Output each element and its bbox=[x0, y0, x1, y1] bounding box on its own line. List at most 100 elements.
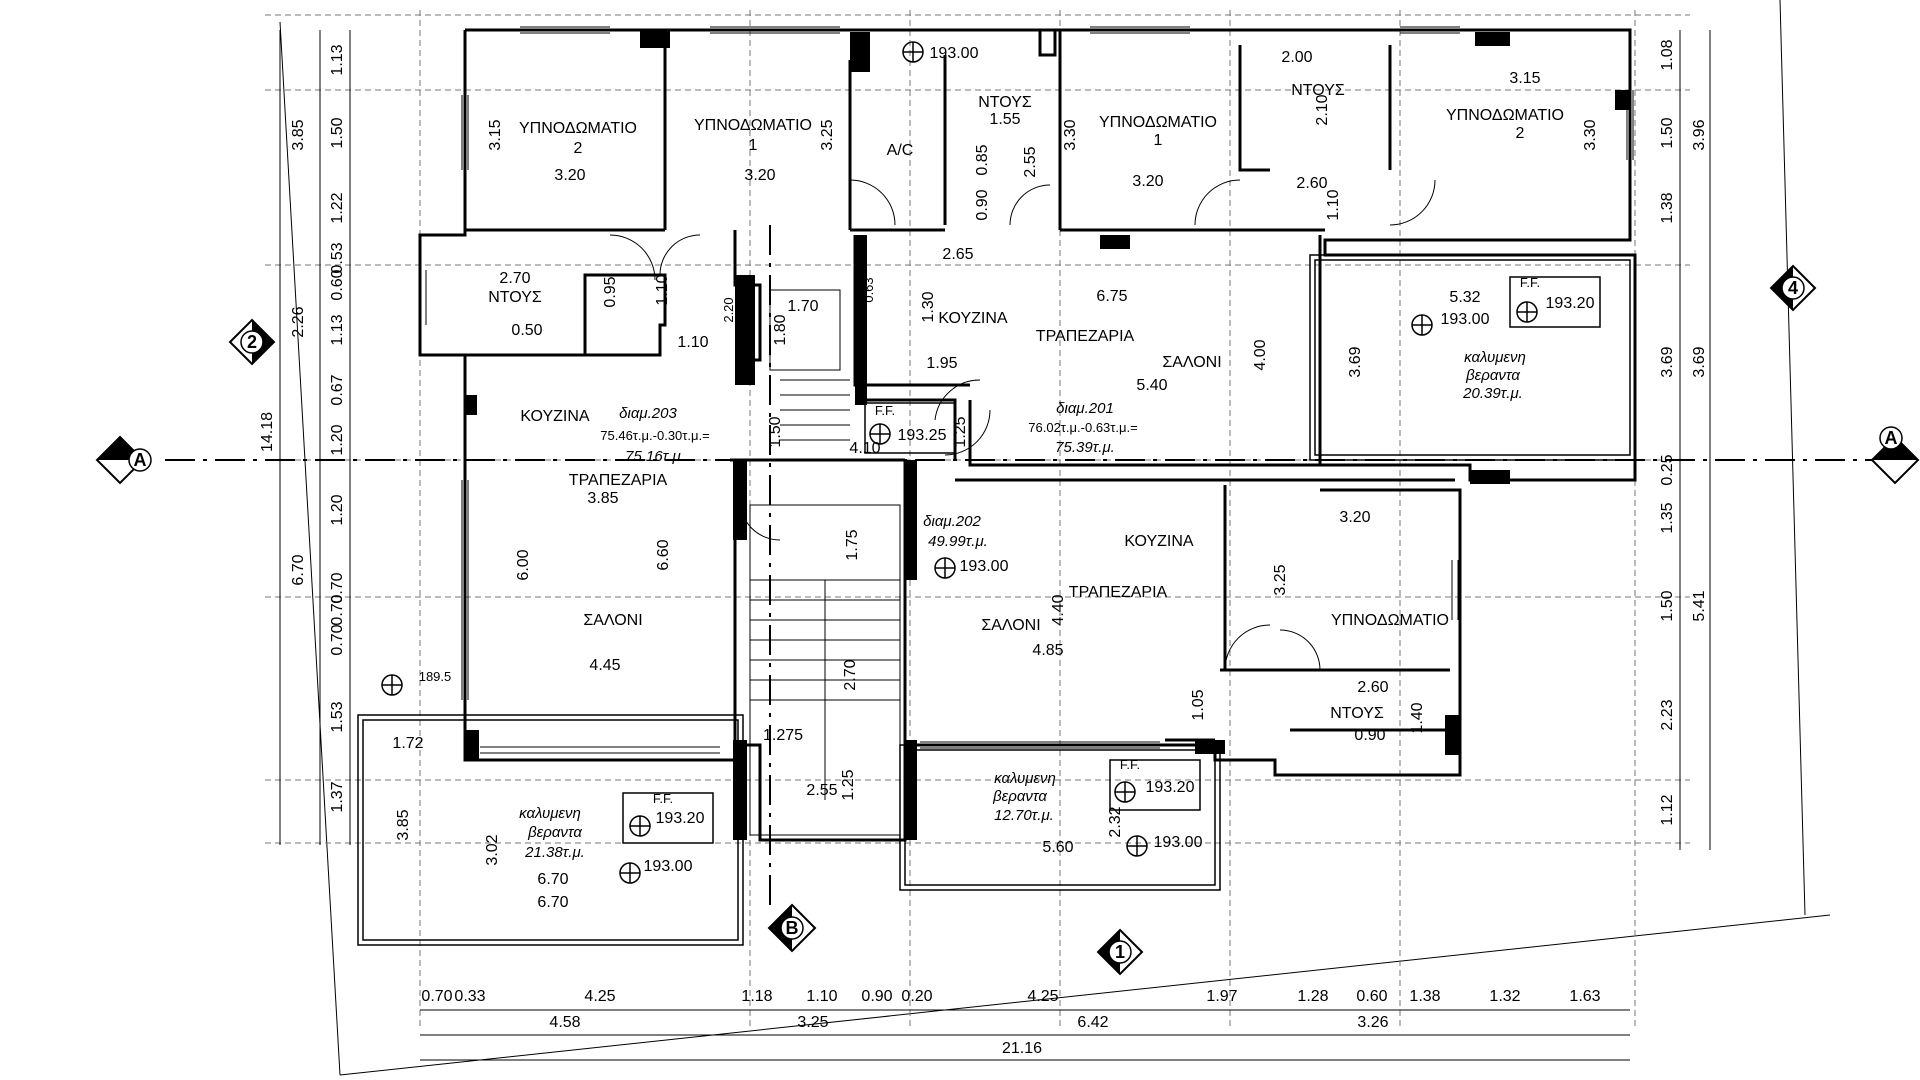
dimension-left-13: 1.37 bbox=[329, 781, 346, 812]
dimension-left-12: 1.53 bbox=[329, 701, 346, 732]
level-marker-ff-right bbox=[1516, 301, 1538, 323]
dimension-left-6: 0.67 bbox=[329, 374, 346, 405]
dim-6-00: 6.00 bbox=[515, 549, 532, 580]
dim-5-32: 5.32 bbox=[1449, 289, 1480, 306]
room-bed2-left-num: 2 bbox=[574, 140, 583, 157]
dim-0-90: 0.90 bbox=[974, 189, 991, 220]
dim-6-70-a: 6.70 bbox=[537, 871, 568, 888]
level-outside: 189.5 bbox=[419, 669, 452, 684]
dim-6-75: 6.75 bbox=[1096, 288, 1127, 305]
dimension-right-11: 1.12 bbox=[1659, 794, 1676, 825]
dimension-right-10: 2.23 bbox=[1659, 699, 1676, 730]
dimension-right-6: 0.25 bbox=[1659, 454, 1676, 485]
dim-2-32: 2.32 bbox=[1107, 806, 1124, 837]
dimension-left-8: 1.20 bbox=[329, 494, 346, 525]
dim-2-10: 2.10 bbox=[1314, 94, 1331, 125]
ff-label-201: F.F. bbox=[875, 403, 895, 418]
dimension-bottom1-10: 0.60 bbox=[1356, 988, 1387, 1005]
apt-201-label: διαμ.201 bbox=[1056, 400, 1114, 417]
dim-0-90-b: 0.90 bbox=[1354, 727, 1385, 744]
dim-1-10-c: 1.10 bbox=[677, 334, 708, 351]
dimensions-left: 1.131.501.220.530.601.130.671.201.200.70… bbox=[259, 44, 346, 812]
level-ff-201: 193.25 bbox=[898, 427, 947, 444]
veranda-left-line2: βεραντα bbox=[527, 824, 582, 841]
dimension-bottom1-13: 1.63 bbox=[1569, 988, 1600, 1005]
room-dining-203: ΤΡΑΠΕΖΑΡΙΑ bbox=[569, 472, 668, 489]
dimension-left-3: 0.53 bbox=[329, 242, 346, 273]
axis-label-a-left: A bbox=[134, 450, 147, 470]
dim-2-60: 2.60 bbox=[1296, 175, 1327, 192]
level-marker-outside bbox=[381, 674, 403, 696]
axis-marker-2: 2 bbox=[228, 318, 276, 366]
dim-4-40: 4.40 bbox=[1050, 594, 1067, 625]
dim-1-275: 1.275 bbox=[763, 727, 803, 744]
site-boundary bbox=[279, 0, 1831, 1076]
apt-203-total: 75.16τ.μ. bbox=[625, 448, 685, 465]
veranda-right-line1: καλυμενη bbox=[1464, 349, 1526, 366]
dim-4-45: 4.45 bbox=[589, 657, 620, 674]
veranda-right-line2: βεραντα bbox=[1465, 367, 1520, 384]
dimension-bottom1-9: 1.28 bbox=[1297, 988, 1328, 1005]
dimension-bottom2-0: 4.58 bbox=[549, 1014, 580, 1031]
dimension-bottom2-1: 3.25 bbox=[797, 1014, 828, 1031]
dimension-left-1: 1.50 bbox=[329, 117, 346, 148]
axis-marker-a-left: A bbox=[95, 435, 152, 485]
dim-4-00: 4.00 bbox=[1252, 339, 1269, 370]
dimension-left-5: 1.13 bbox=[329, 314, 346, 345]
dim-3-69: 3.69 bbox=[1347, 346, 1364, 377]
room-bed1-left-height: 3.25 bbox=[819, 119, 836, 150]
axis-marker-4: 4 bbox=[1769, 264, 1817, 312]
room-bed2-left-width: 3.20 bbox=[554, 167, 585, 184]
room-bed2-left-height: 3.15 bbox=[487, 119, 504, 150]
level-202: 193.00 bbox=[960, 558, 1009, 575]
level-marker-right-floor bbox=[1411, 314, 1433, 336]
room-shower-left-name: ΝΤΟΥΣ bbox=[488, 289, 542, 306]
level-marker-ff-mid bbox=[1114, 781, 1136, 803]
dimension-right-5: 3.69 bbox=[1691, 346, 1708, 377]
apt-203-calc: 75.46τ.μ.-0.30τ.μ.= bbox=[600, 428, 709, 443]
room-shower-left-width: 2.70 bbox=[499, 270, 530, 287]
ff-label-mid: F.F. bbox=[1120, 757, 1140, 772]
dimension-bottom1-2: 4.25 bbox=[584, 988, 615, 1005]
dim-5-40: 5.40 bbox=[1136, 377, 1167, 394]
dimension-left-11: 0.70 bbox=[329, 624, 346, 655]
dimension-total: 21.16 bbox=[1002, 1040, 1042, 1057]
dim-2-65: 2.65 bbox=[942, 246, 973, 263]
level-right-floor: 193.00 bbox=[1441, 311, 1490, 328]
dim-2-20: 2.20 bbox=[721, 297, 736, 322]
level-ff-left: 193.20 bbox=[656, 810, 705, 827]
dim-1-10-a: 1.10 bbox=[1325, 189, 1342, 220]
dim-6-60: 6.60 bbox=[655, 539, 672, 570]
dimension-right-3: 3.96 bbox=[1691, 119, 1708, 150]
level-left-floor: 193.00 bbox=[644, 858, 693, 875]
room-shower-202: ΝΤΟΥΣ bbox=[1330, 705, 1384, 722]
apt-202-label: διαμ.202 bbox=[923, 513, 981, 530]
room-bed2-right-width: 3.15 bbox=[1509, 70, 1540, 87]
dimension-right-2: 1.38 bbox=[1659, 192, 1676, 223]
ff-box-right bbox=[1509, 276, 1601, 328]
dim-3-25: 3.25 bbox=[1272, 564, 1289, 595]
veranda-left-line1: καλυμενη bbox=[519, 805, 581, 822]
ff-label-right: F.F. bbox=[1520, 275, 1540, 290]
axis-label-a-right: A bbox=[1885, 428, 1898, 448]
axis-label-1: 1 bbox=[1115, 942, 1125, 962]
room-bed2-right-name: ΥΠΝΟΔΩΜΑΤΙΟ bbox=[1446, 107, 1564, 124]
dimension-left-10: 0.70 bbox=[329, 594, 346, 625]
room-bed2-right-num: 2 bbox=[1516, 125, 1525, 142]
axis-label-b: B bbox=[786, 918, 799, 938]
windows bbox=[419, 26, 1634, 754]
dim-1-25-b: 1.25 bbox=[840, 769, 857, 800]
level-ff-mid: 193.20 bbox=[1146, 779, 1195, 796]
room-living-202: ΣΑΛΟΝΙ bbox=[981, 617, 1040, 634]
room-bed1-left-width: 3.20 bbox=[744, 167, 775, 184]
axis-label-4: 4 bbox=[1788, 278, 1798, 298]
dimension-bottom1-1: 0.33 bbox=[454, 988, 485, 1005]
dimension-bottom1-8: 1.97 bbox=[1206, 988, 1237, 1005]
dim-1-80: 1.80 bbox=[772, 314, 789, 345]
ff-box-left bbox=[622, 792, 714, 844]
dim-3-85: 3.85 bbox=[587, 490, 618, 507]
dimension-bottom2-2: 6.42 bbox=[1077, 1014, 1108, 1031]
level-top: 193.00 bbox=[930, 45, 979, 62]
room-shower-right-width: 2.00 bbox=[1281, 49, 1312, 66]
